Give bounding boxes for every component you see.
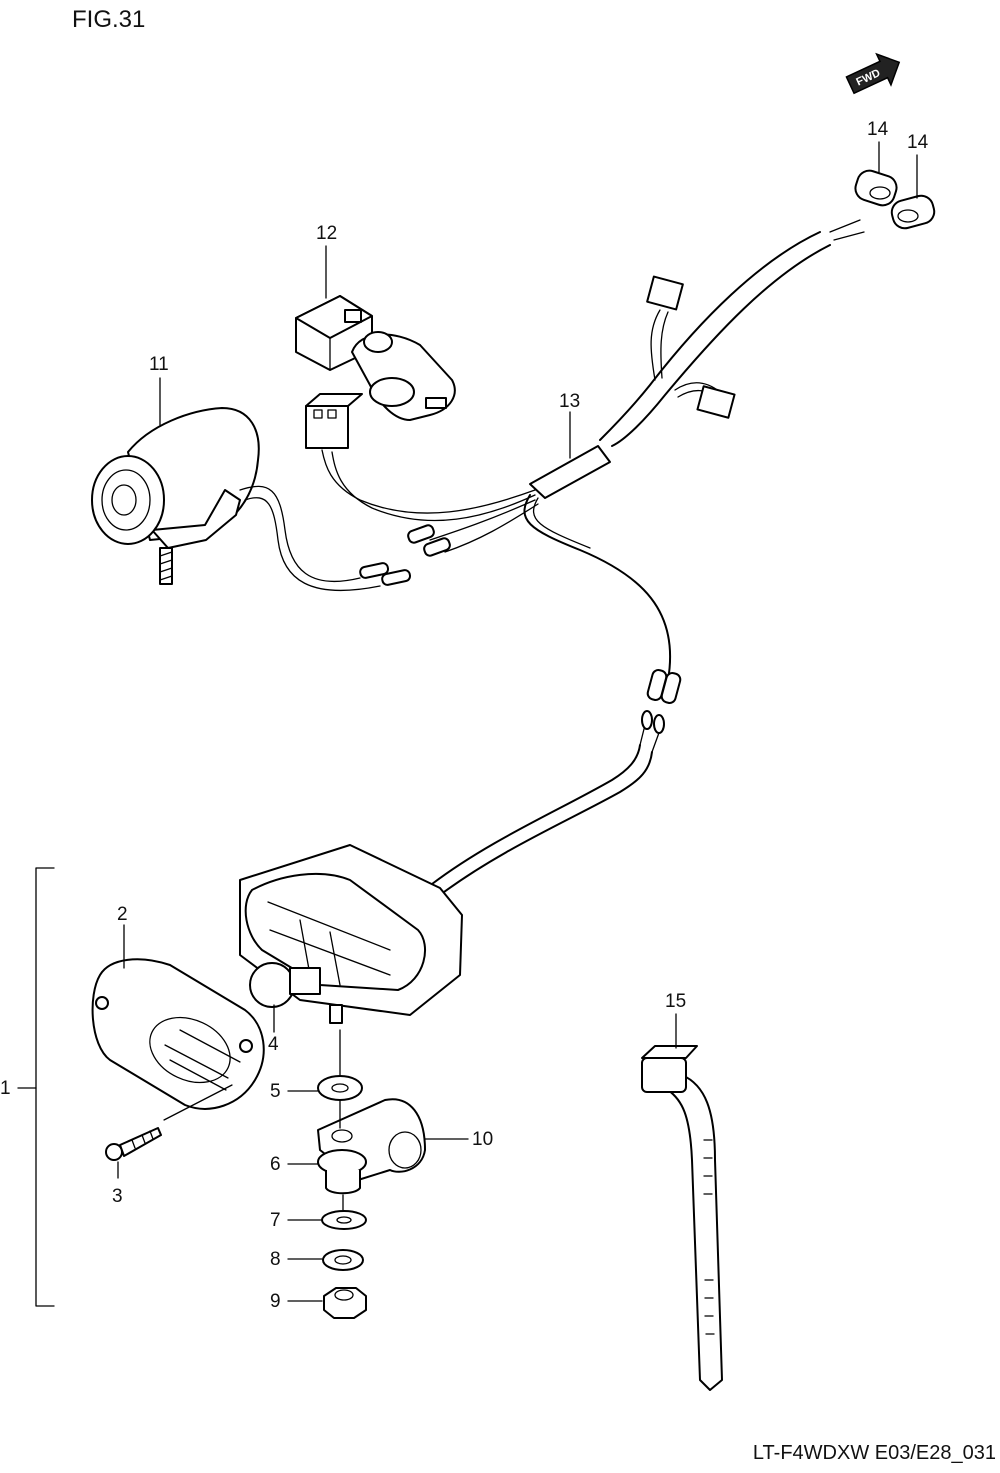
callout-13: 13 <box>559 391 581 412</box>
part-14-terminal-cap-b <box>890 194 936 230</box>
callout-6: 6 <box>270 1154 281 1175</box>
figure-code: LT-F4WDXW E03/E28_031 <box>752 1442 996 1464</box>
callout-8: 8 <box>270 1249 281 1270</box>
part-12-flasher-relay <box>295 295 456 449</box>
callout-3: 3 <box>112 1186 123 1207</box>
callout-4: 4 <box>268 1034 279 1055</box>
callout-5: 5 <box>270 1081 281 1102</box>
callout-12: 12 <box>316 223 338 244</box>
rear-light-housing <box>239 710 665 1024</box>
part-13-wiring-harness <box>321 219 865 704</box>
part-3-screw <box>105 1127 162 1161</box>
callout-11: 11 <box>149 354 169 375</box>
part-8-washer <box>322 1249 364 1271</box>
part-7-washer <box>321 1210 367 1230</box>
callout-14-a: 14 <box>867 119 889 140</box>
part-11-indicator-lamp <box>91 407 412 592</box>
forward-arrow-icon: FWD <box>845 52 901 95</box>
part-14-terminal-cap-a <box>854 169 898 207</box>
part-9-nut <box>323 1287 367 1319</box>
part-6-grommet <box>317 1149 367 1195</box>
part-15-cable-tie <box>641 1045 723 1391</box>
callout-2: 2 <box>117 904 128 925</box>
callout-10: 10 <box>472 1129 494 1150</box>
callout-14-b: 14 <box>907 132 929 153</box>
callout-9: 9 <box>270 1291 281 1312</box>
part-5-grommet <box>317 1075 363 1101</box>
callout-7: 7 <box>270 1210 281 1231</box>
callout-1: 1 <box>0 1078 11 1099</box>
leader-lines <box>17 141 918 1307</box>
callout-15: 15 <box>665 991 687 1012</box>
figure-title: FIG.31 <box>72 6 146 33</box>
part-2-lens <box>91 958 265 1110</box>
